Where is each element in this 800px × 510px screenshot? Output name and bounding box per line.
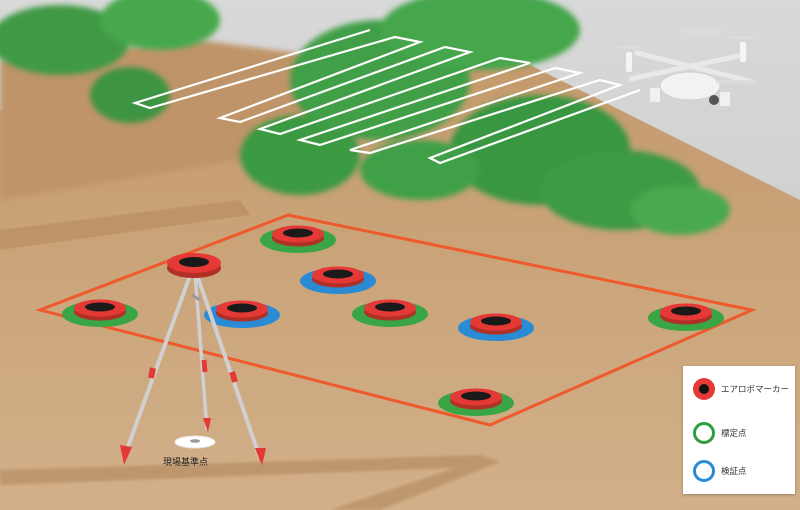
blue-ring-icon xyxy=(693,460,715,482)
marker-group xyxy=(62,225,724,416)
foreground-ridge xyxy=(0,455,500,510)
control-point-marker xyxy=(352,299,428,327)
legend-label: 検証点 xyxy=(721,467,747,477)
legend-label: 標定点 xyxy=(721,429,747,439)
check-point-marker xyxy=(300,266,376,294)
legend-label: エアロボマーカー xyxy=(721,385,790,395)
aerobo-marker-icon xyxy=(693,378,715,400)
check-point-marker xyxy=(204,300,280,328)
flight-path xyxy=(131,28,641,165)
control-point-marker xyxy=(438,388,514,416)
green-ring-icon xyxy=(693,422,715,444)
legend-item-check-point: 検証点 xyxy=(693,460,747,482)
legend: エアロボマーカー 標定点 検証点 xyxy=(683,366,795,494)
tripod-with-aerobo-marker xyxy=(120,253,266,466)
legend-item-control-point: 標定点 xyxy=(693,422,747,444)
control-point-marker xyxy=(648,303,724,331)
drone-icon xyxy=(618,30,756,106)
legend-item-aerobo-marker: エアロボマーカー xyxy=(693,378,789,400)
terrace-edge xyxy=(0,200,250,250)
control-point-marker xyxy=(62,299,138,327)
control-point-marker xyxy=(260,225,336,253)
base-point-label: 現場基準点 xyxy=(163,458,209,468)
survey-area-boundary xyxy=(35,213,757,427)
check-point-marker xyxy=(458,313,534,341)
site-base-point-icon xyxy=(174,435,216,449)
